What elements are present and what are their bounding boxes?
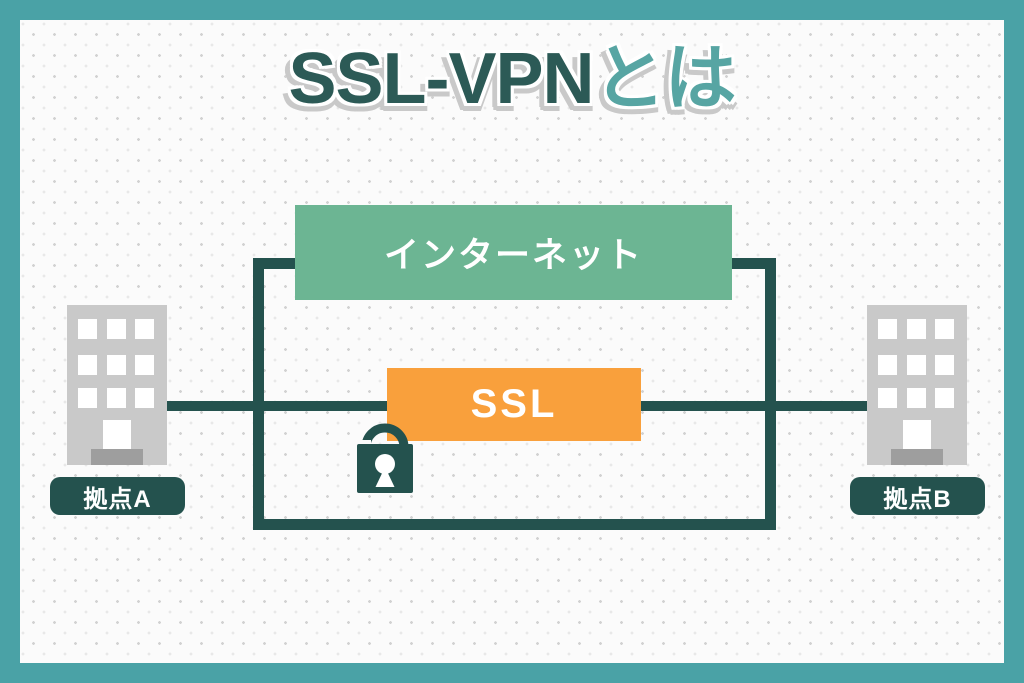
building-window: [107, 319, 126, 339]
building-window: [935, 388, 954, 408]
building-window: [907, 355, 926, 375]
building-window: [935, 355, 954, 375]
ssl-label: SSL: [470, 382, 558, 426]
building-window: [78, 355, 97, 375]
ssl-box: SSL: [387, 368, 641, 441]
site-a-badge: 拠点A: [50, 477, 185, 515]
building-window: [78, 388, 97, 408]
dotted-background: [20, 20, 1004, 663]
building-window: [878, 319, 897, 339]
building-a-icon: [67, 305, 167, 465]
building-window: [907, 388, 926, 408]
internet-box: インターネット: [295, 205, 732, 300]
title-suffix-text: とは: [593, 39, 737, 119]
page-title: SSL-VPNとは: [0, 34, 1024, 124]
building-window: [135, 388, 154, 408]
title-main-text: SSL-VPN: [288, 39, 594, 119]
building-step: [891, 449, 943, 465]
building-window: [135, 319, 154, 339]
building-window: [935, 319, 954, 339]
site-a-label: 拠点A: [83, 485, 152, 513]
building-window: [107, 355, 126, 375]
building-step: [91, 449, 143, 465]
site-b-label: 拠点B: [883, 485, 952, 513]
building-window: [907, 319, 926, 339]
building-window: [135, 355, 154, 375]
building-window: [107, 388, 126, 408]
building-b-icon: [867, 305, 967, 465]
building-door: [903, 420, 931, 451]
building-window: [878, 388, 897, 408]
internet-label: インターネット: [383, 236, 643, 275]
site-b-badge: 拠点B: [850, 477, 985, 515]
building-window: [78, 319, 97, 339]
lock-icon: [354, 423, 413, 493]
building-door: [103, 420, 131, 451]
building-window: [878, 355, 897, 375]
